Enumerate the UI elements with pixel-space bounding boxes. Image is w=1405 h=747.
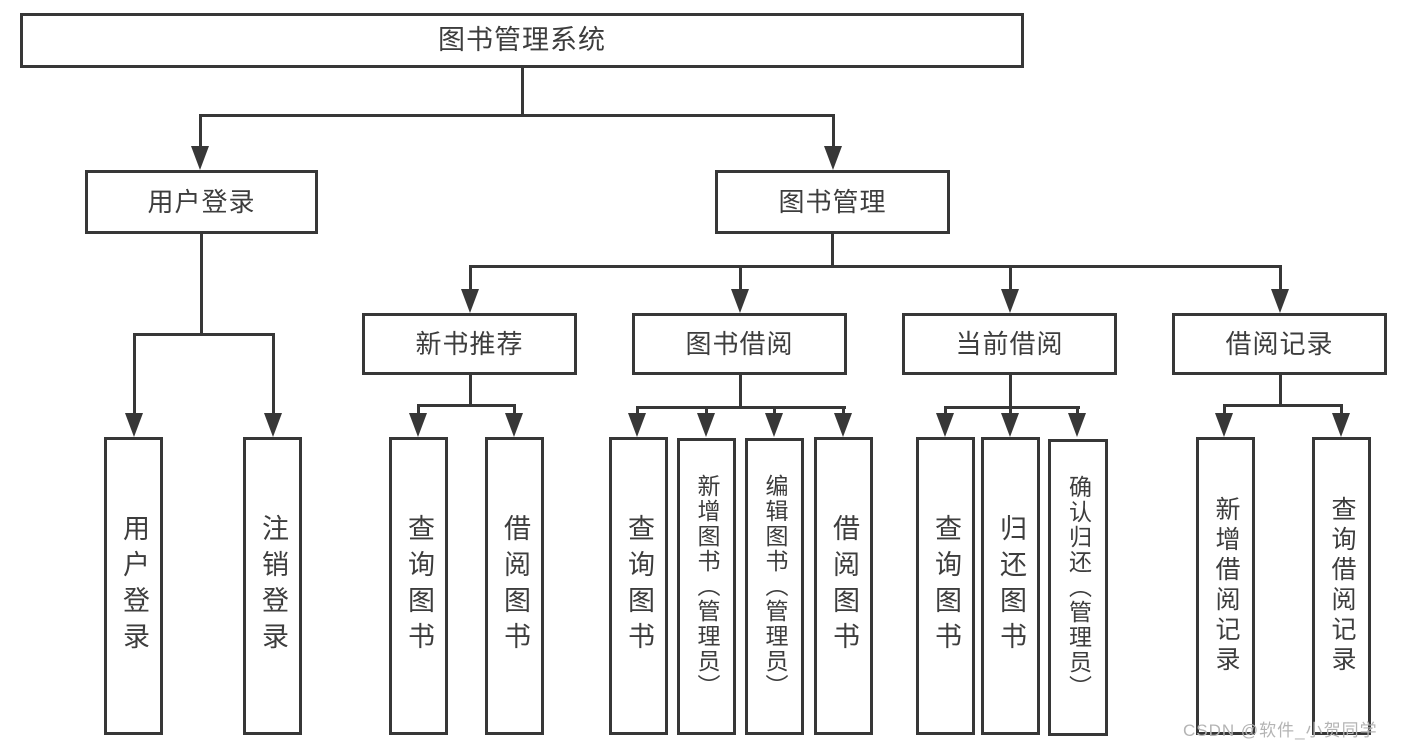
leaf-label: 注销登录 bbox=[258, 514, 288, 658]
leaf-label: 编辑图书（管理员） bbox=[762, 474, 788, 699]
leaf-query-books: 查询图书 bbox=[609, 437, 668, 735]
leaf-label: 借阅图书 bbox=[829, 514, 859, 658]
arrow-down-icon bbox=[765, 413, 783, 437]
connector-user-group-stem bbox=[200, 233, 203, 335]
connector-root-split bbox=[199, 114, 835, 117]
connector-leaf-drop bbox=[272, 333, 275, 415]
arrow-down-icon bbox=[731, 289, 749, 313]
leaf-add-borrow-record: 新增借阅记录 bbox=[1196, 437, 1255, 735]
arrow-down-icon bbox=[1271, 289, 1289, 313]
arrow-down-icon bbox=[1068, 413, 1086, 437]
node-label: 新书推荐 bbox=[415, 329, 524, 359]
node-label: 用户登录 bbox=[147, 187, 256, 217]
connector-leaf-drop bbox=[1340, 404, 1343, 415]
node-book-borrowing: 图书借阅 bbox=[632, 313, 847, 375]
connector-leaf-drop bbox=[133, 333, 136, 415]
connector-borrow-stem bbox=[739, 375, 742, 409]
connector-l3-drop bbox=[469, 265, 472, 291]
node-label: 当前借阅 bbox=[955, 329, 1064, 359]
leaf-label: 查询借阅记录 bbox=[1328, 496, 1356, 676]
arrow-down-icon bbox=[834, 413, 852, 437]
connector-leaf-drop bbox=[1223, 404, 1226, 415]
leaf-borrow-books: 借阅图书 bbox=[485, 437, 544, 735]
arrow-down-icon bbox=[125, 413, 143, 437]
arrow-down-icon bbox=[936, 413, 954, 437]
leaf-user-login: 用户登录 bbox=[104, 437, 163, 735]
leaf-add-books-admin: 新增图书（管理员） bbox=[677, 438, 736, 735]
leaf-label: 查询图书 bbox=[931, 514, 961, 658]
node-label: 图书借阅 bbox=[685, 329, 794, 359]
arrow-down-icon bbox=[264, 413, 282, 437]
leaf-edit-books-admin: 编辑图书（管理员） bbox=[745, 438, 804, 735]
node-new-book-recommend: 新书推荐 bbox=[362, 313, 577, 375]
leaf-label: 查询图书 bbox=[624, 514, 654, 658]
node-user-login-group: 用户登录 bbox=[85, 170, 318, 234]
leaf-label: 确认归还（管理员） bbox=[1065, 475, 1092, 700]
arrow-down-icon bbox=[461, 289, 479, 313]
connector-book-mgmt-drop bbox=[832, 114, 835, 154]
connector-user-login-drop bbox=[199, 114, 202, 154]
arrow-down-icon bbox=[505, 413, 523, 437]
arrow-down-icon bbox=[824, 146, 842, 170]
leaf-query-books: 查询图书 bbox=[916, 437, 975, 735]
arrow-down-icon bbox=[1001, 289, 1019, 313]
connector-l3-drop bbox=[1279, 265, 1282, 291]
node-current-borrowing: 当前借阅 bbox=[902, 313, 1117, 375]
arrow-down-icon bbox=[697, 413, 715, 437]
arrow-down-icon bbox=[409, 413, 427, 437]
leaf-confirm-return-admin: 确认归还（管理员） bbox=[1048, 439, 1108, 736]
connector-leaf-drop bbox=[842, 406, 845, 415]
connector-l3-drop bbox=[1009, 265, 1012, 291]
node-book-management: 图书管理 bbox=[715, 170, 950, 234]
connector-mgmt-split bbox=[469, 265, 1282, 268]
connector-leaf-drop bbox=[705, 406, 708, 415]
leaf-label: 查询图书 bbox=[404, 514, 434, 658]
csdn-watermark: CSDN @软件_小贺同学 bbox=[1183, 721, 1378, 740]
node-root: 图书管理系统 bbox=[20, 13, 1024, 68]
leaf-borrow-books: 借阅图书 bbox=[814, 437, 873, 735]
connector-leaf-drop bbox=[417, 404, 420, 415]
node-borrowing-records: 借阅记录 bbox=[1172, 313, 1387, 375]
connector-mgmt-stem bbox=[831, 233, 834, 267]
node-label: 图书管理 bbox=[778, 187, 887, 217]
connector-newbook-split bbox=[417, 404, 516, 407]
connector-newbook-stem bbox=[469, 375, 472, 407]
connector-leaf-drop bbox=[1076, 406, 1079, 415]
connector-leaf-drop bbox=[513, 404, 516, 415]
connector-leaf-drop bbox=[1009, 406, 1012, 415]
leaf-return-books: 归还图书 bbox=[981, 437, 1040, 735]
leaf-label: 用户登录 bbox=[119, 514, 149, 658]
leaf-label: 新增借阅记录 bbox=[1212, 496, 1240, 676]
connector-root-stem bbox=[521, 68, 524, 116]
connector-leaf-drop bbox=[773, 406, 776, 415]
leaf-query-borrow-record: 查询借阅记录 bbox=[1312, 437, 1371, 735]
leaf-logout: 注销登录 bbox=[243, 437, 302, 735]
connector-leaf-drop bbox=[636, 406, 639, 415]
connector-borrow-split bbox=[636, 406, 846, 409]
connector-leaf-drop bbox=[944, 406, 947, 415]
connector-records-stem bbox=[1279, 375, 1282, 407]
node-root-label: 图书管理系统 bbox=[438, 25, 606, 55]
connector-current-stem bbox=[1009, 375, 1012, 409]
leaf-label: 借阅图书 bbox=[500, 514, 530, 658]
arrow-down-icon bbox=[191, 146, 209, 170]
leaf-label: 新增图书（管理员） bbox=[694, 474, 720, 699]
arrow-down-icon bbox=[1215, 413, 1233, 437]
arrow-down-icon bbox=[628, 413, 646, 437]
connector-records-split bbox=[1223, 404, 1343, 407]
connector-l3-drop bbox=[739, 265, 742, 291]
leaf-query-books: 查询图书 bbox=[389, 437, 448, 735]
connector-user-group-split bbox=[133, 333, 275, 336]
arrow-down-icon bbox=[1001, 413, 1019, 437]
leaf-label: 归还图书 bbox=[996, 514, 1026, 658]
arrow-down-icon bbox=[1332, 413, 1350, 437]
connector-current-split bbox=[944, 406, 1080, 409]
node-label: 借阅记录 bbox=[1225, 329, 1334, 359]
